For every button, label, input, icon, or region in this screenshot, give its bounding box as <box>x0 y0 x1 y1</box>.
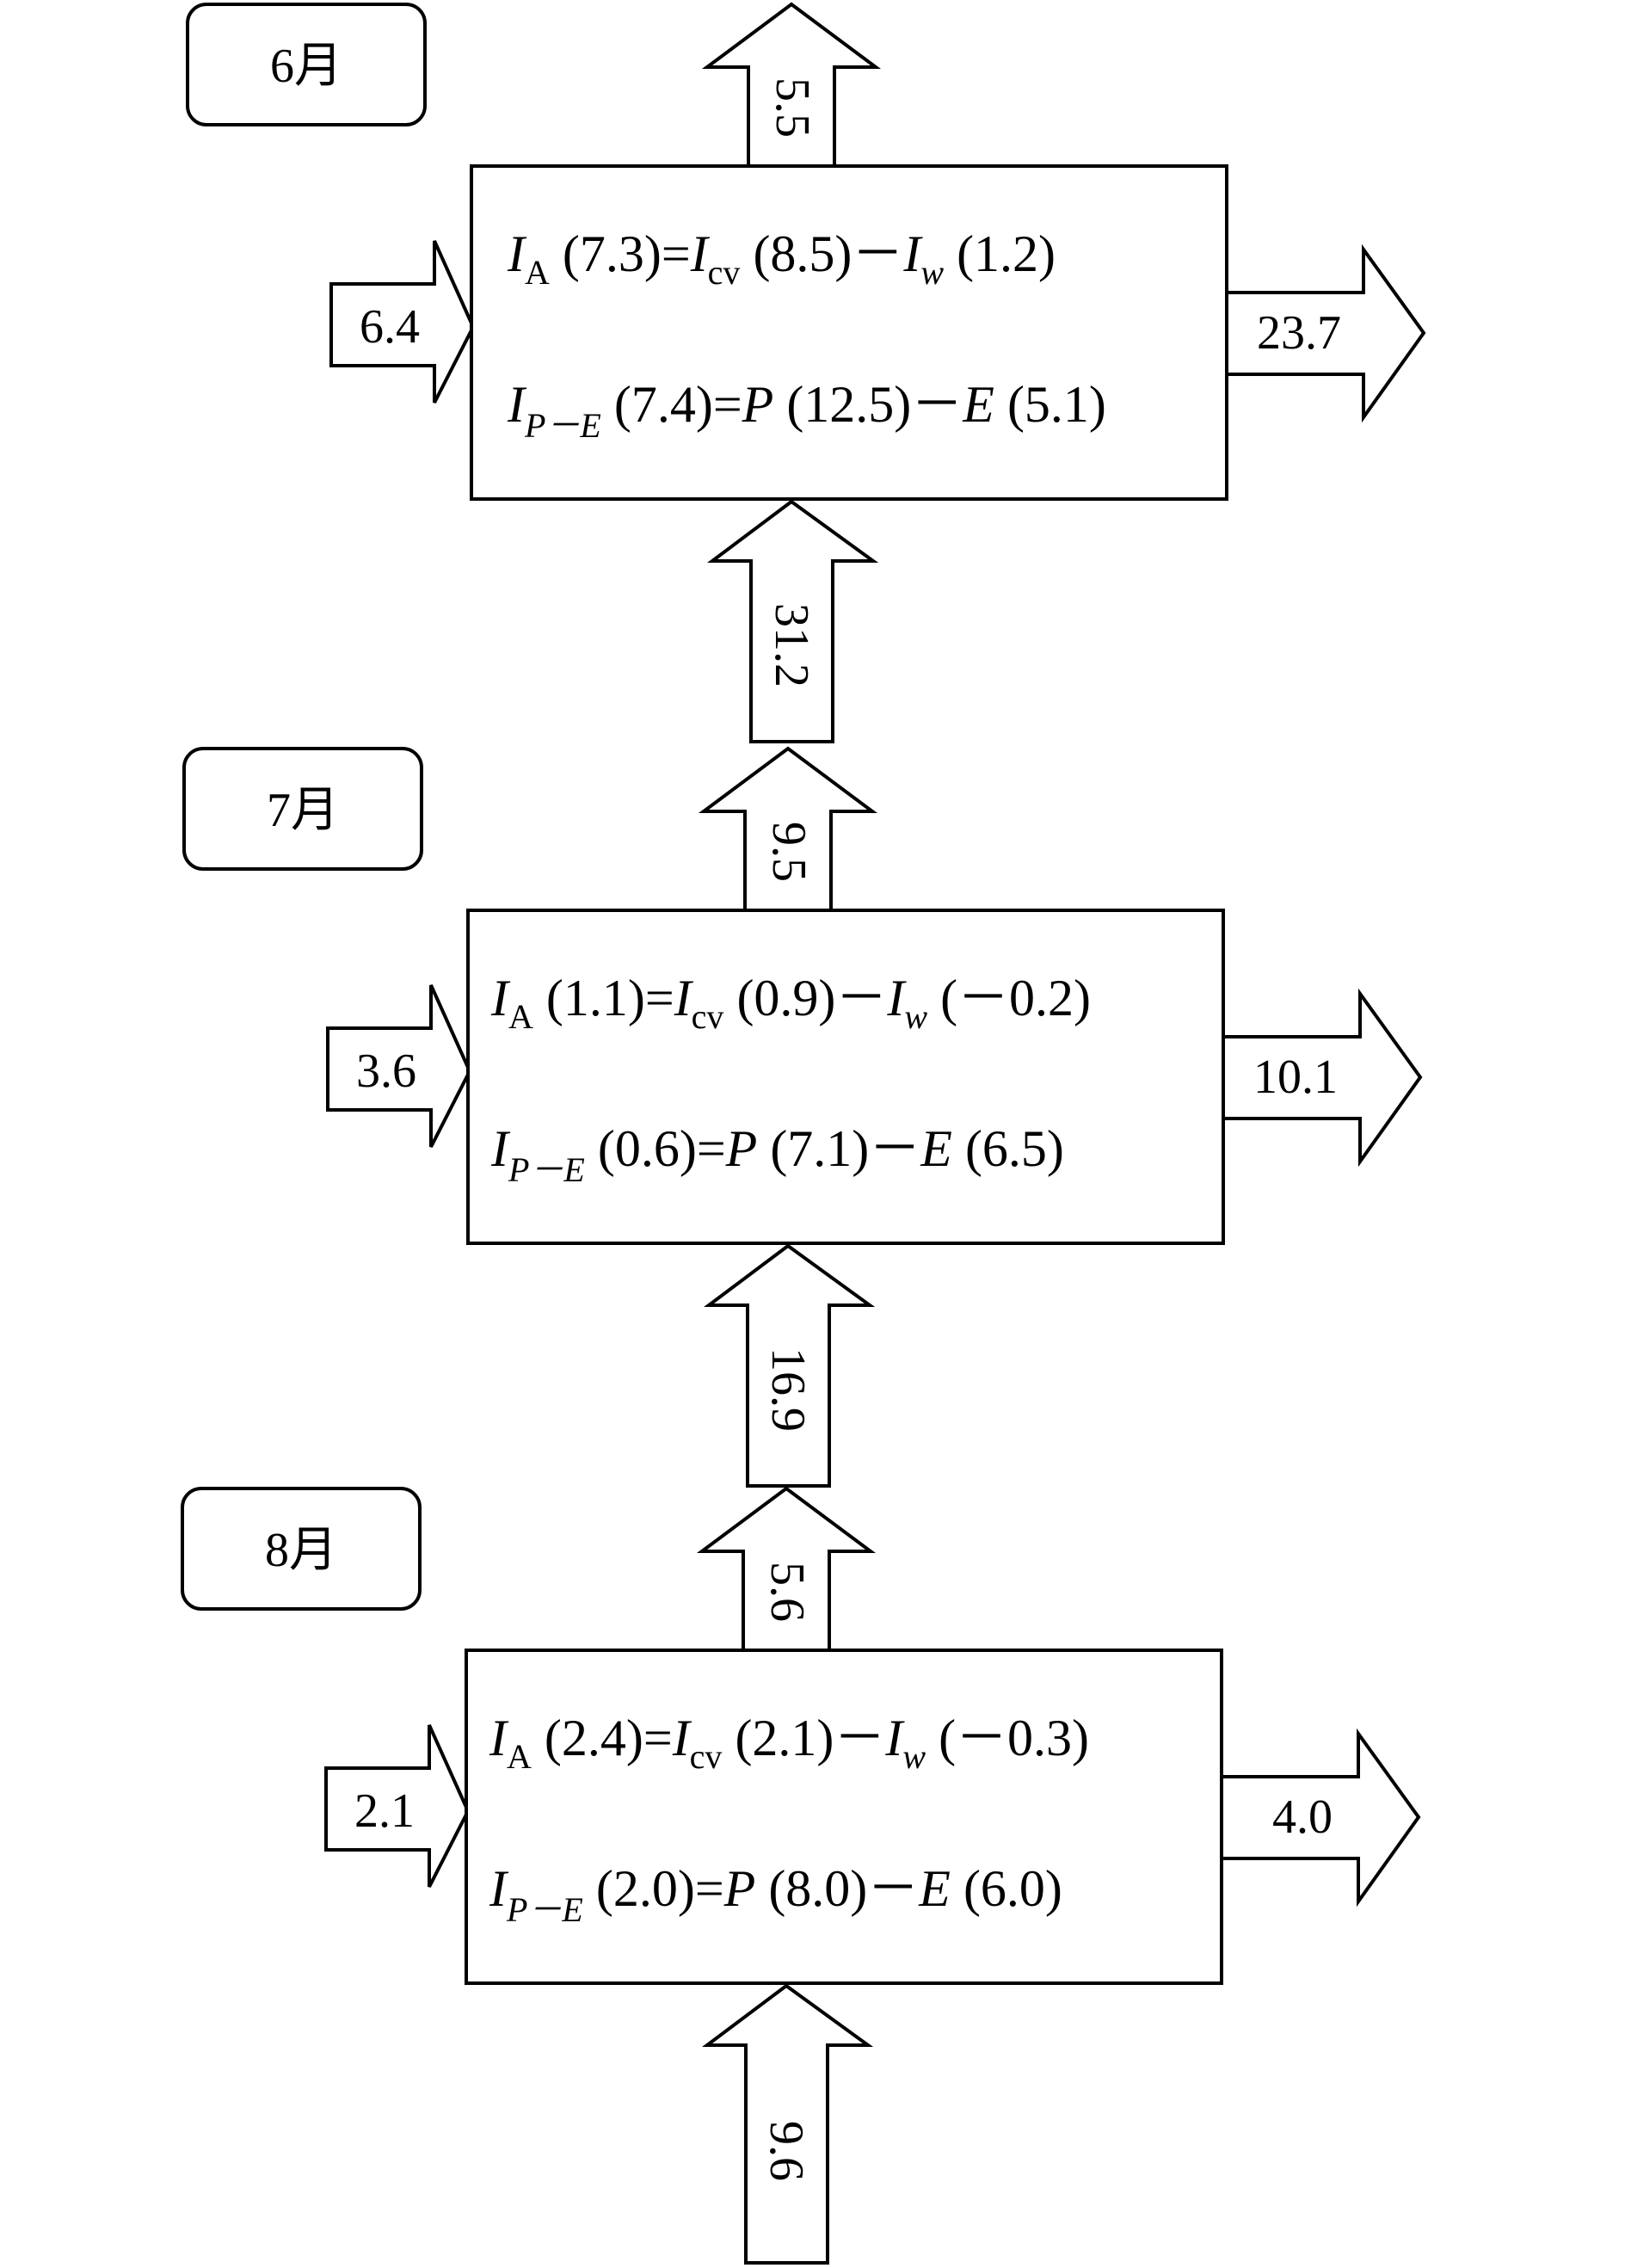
eq1-term1-subscript: cv <box>690 1737 723 1776</box>
month-label-box <box>186 3 427 126</box>
month-label: 6月 <box>270 40 342 93</box>
left-inflow-arrow <box>329 240 476 404</box>
eq1-term1-symbol: I <box>672 1710 692 1766</box>
balance-box <box>466 909 1225 1245</box>
right-outflow-value: 10.1 <box>1253 1051 1338 1104</box>
left-inflow-arrow <box>324 1724 471 1888</box>
equation-moisture-budget: IA (7.3)=Icv (8.5)－Iw (1.2) <box>507 225 1056 292</box>
left-inflow-value: 6.4 <box>360 300 420 354</box>
eq2-term1-value: (8.0)－ <box>755 1860 919 1917</box>
eq2-term1-value: (12.5)－ <box>773 376 963 433</box>
eq1-lhs-subscript: A <box>508 997 533 1036</box>
panel-june: 6月 5.5 6.4 23.7 31.2 IA (7.3)=Icv (8.5)－… <box>186 2 1426 743</box>
right-outflow-arrow <box>1222 988 1423 1168</box>
eq1-term2-subscript: w <box>904 997 927 1036</box>
eq2-term2-symbol: E <box>920 1120 952 1177</box>
bottom-inflow-arrow <box>702 1983 874 2265</box>
eq2-lhs-symbol: I <box>490 1120 511 1177</box>
top-outflow-arrow <box>696 1486 877 1652</box>
equation-moisture-budget: IA (2.4)=Icv (2.1)－Iw (－0.3) <box>489 1710 1089 1776</box>
equation-precip-evap: IP－E (2.0)=P (8.0)－E (6.0) <box>489 1860 1062 1929</box>
eq2-lhs-symbol: I <box>507 376 527 433</box>
eq2-lhs-symbol: I <box>489 1860 509 1917</box>
eq1-term2-symbol: I <box>884 1710 905 1766</box>
right-outflow-value: 23.7 <box>1257 306 1341 360</box>
eq2-lhs-subscript: P－E <box>506 1890 583 1929</box>
eq2-lhs-subscript: P－E <box>524 406 601 445</box>
eq2-term2-value: (6.0) <box>951 1860 1062 1917</box>
left-inflow-value: 2.1 <box>354 1784 415 1838</box>
left-inflow-arrow <box>326 984 472 1148</box>
bottom-inflow-value: 16.9 <box>761 1347 815 1432</box>
equation-precip-evap: IP－E (7.4)=P (12.5)－E (5.1) <box>507 376 1106 445</box>
balance-box <box>470 164 1228 501</box>
eq1-term1-value: (0.9)－ <box>723 970 887 1026</box>
bottom-inflow-value: 9.6 <box>760 2121 813 2181</box>
top-outflow-arrow <box>701 2 882 168</box>
right-outflow-arrow <box>1220 1728 1421 1907</box>
eq1-term1-subscript: cv <box>692 997 724 1036</box>
eq1-term2-subscript: w <box>920 253 944 292</box>
panel-august: 8月 5.6 2.1 4.0 9.6 IA (2.4)=Icv (2.1)－Iw… <box>181 1486 1421 2265</box>
bottom-inflow-arrow <box>704 1243 876 1488</box>
top-outflow-value: 5.5 <box>766 77 819 138</box>
eq1-lhs-value: (1.1)= <box>533 970 674 1026</box>
eq2-lhs-value: (7.4)= <box>601 376 742 433</box>
eq1-term2-value: (－0.3) <box>926 1710 1089 1766</box>
month-label: 8月 <box>265 1524 337 1577</box>
equation-moisture-budget: IA (1.1)=Icv (0.9)－Iw (－0.2) <box>490 970 1091 1036</box>
eq1-term1-value: (8.5)－ <box>740 225 903 282</box>
eq1-lhs-symbol: I <box>490 970 511 1026</box>
eq1-term1-symbol: I <box>690 225 711 282</box>
bottom-inflow-value: 31.2 <box>765 603 818 687</box>
left-inflow-value: 3.6 <box>356 1045 416 1098</box>
eq1-term1-symbol: I <box>674 970 694 1026</box>
top-outflow-value: 9.5 <box>762 822 816 882</box>
eq1-lhs-subscript: A <box>507 1737 532 1776</box>
right-outflow-value: 4.0 <box>1272 1790 1333 1844</box>
eq1-term2-symbol: I <box>902 225 923 282</box>
eq1-term2-value: (－0.2) <box>927 970 1091 1026</box>
eq1-lhs-subscript: A <box>525 253 550 292</box>
eq1-term1-value: (2.1)－ <box>722 1710 885 1766</box>
right-outflow-arrow <box>1225 243 1426 423</box>
eq1-lhs-symbol: I <box>489 1710 509 1766</box>
month-label-box <box>181 1487 422 1611</box>
month-label-box <box>182 747 423 871</box>
eq2-term2-value: (5.1) <box>994 376 1106 433</box>
eq2-term1-symbol: P <box>725 1120 758 1177</box>
eq2-lhs-value: (0.6)= <box>585 1120 726 1177</box>
eq1-term1-subscript: cv <box>708 253 741 292</box>
eq2-term1-symbol: P <box>723 1860 756 1917</box>
eq2-term2-value: (6.5) <box>952 1120 1064 1177</box>
eq1-lhs-value: (2.4)= <box>532 1710 673 1766</box>
eq1-lhs-symbol: I <box>507 225 527 282</box>
eq1-term2-value: (1.2) <box>944 225 1056 282</box>
eq2-term2-symbol: E <box>918 1860 951 1917</box>
top-outflow-arrow <box>698 746 878 912</box>
eq2-lhs-subscript: P－E <box>508 1150 585 1189</box>
bottom-inflow-arrow <box>707 499 879 743</box>
eq2-term2-symbol: E <box>962 376 994 433</box>
eq1-lhs-value: (7.3)= <box>550 225 691 282</box>
eq2-term1-symbol: P <box>742 376 774 433</box>
eq1-term2-subscript: w <box>902 1737 926 1776</box>
panel-july: 7月 9.5 3.6 10.1 16.9 IA (1.1)=Icv (0.9)－… <box>182 746 1423 1488</box>
equation-precip-evap: IP－E (0.6)=P (7.1)－E (6.5) <box>490 1120 1064 1189</box>
balance-box <box>465 1649 1223 1985</box>
top-outflow-value: 5.6 <box>760 1562 814 1622</box>
month-label: 7月 <box>267 784 339 837</box>
eq2-term1-value: (7.1)－ <box>757 1120 920 1177</box>
eq1-term2-symbol: I <box>886 970 907 1026</box>
eq2-lhs-value: (2.0)= <box>583 1860 724 1917</box>
